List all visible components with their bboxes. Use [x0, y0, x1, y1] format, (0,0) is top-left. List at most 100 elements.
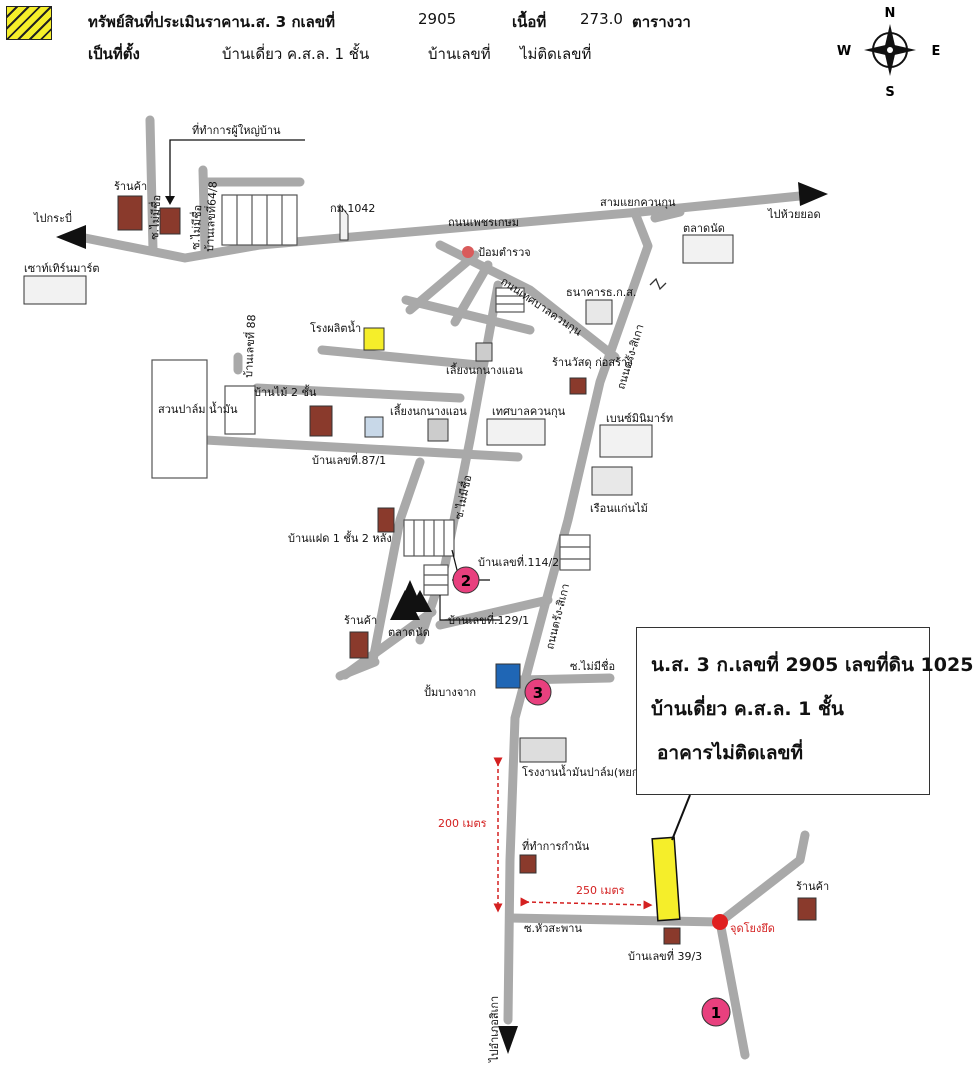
palm-garden-block: [151, 359, 208, 479]
compass-rose: N S E W: [837, 6, 941, 100]
svg-text:2: 2: [461, 572, 471, 590]
kamnan-office-icon: [519, 854, 537, 874]
label-phetkasem-rd: ถนนเพชรเกษม: [448, 216, 519, 229]
plot-blocks: [151, 194, 591, 596]
police-box-icon: [462, 246, 474, 258]
arrow-to-huai-yot-icon: [798, 182, 828, 206]
label-bird-house-2: เลี้ยงนกนางแอน: [390, 403, 467, 418]
header-house-no-value: ไม่ติดเลขที่: [520, 45, 592, 63]
label-wooden-house: เรือนแก่นไม้: [590, 502, 648, 515]
label-market-s: ตลาดนัด: [388, 626, 430, 639]
callout-line-1: น.ส. 3 ก.เลขที่ 2905 เลขที่ดิน 1025: [651, 654, 973, 676]
twin-house-icon: [377, 507, 395, 533]
label-no-129-1: บ้านเลขที่.129/1: [448, 612, 529, 627]
label-km: กม.1042: [330, 202, 375, 215]
bridge-icon: [649, 277, 667, 291]
property-callout: น.ส. 3 ก.เลขที่ 2905 เลขที่ดิน 1025 บ้าน…: [636, 627, 973, 795]
trang-sikao-road: [503, 208, 653, 1025]
distance-line-horizontal: [520, 897, 653, 910]
label-municipality: เทศบาลควนกุน: [492, 405, 566, 418]
market-ne-icon: [682, 234, 734, 264]
arrow-to-sikao-icon: [498, 1026, 518, 1054]
header-location-label: เป็นที่ตั้ง: [88, 45, 140, 63]
shop-w-icon: [349, 631, 369, 659]
label-south-mart: เซาท์เทิร์นมาร์ต: [24, 262, 100, 275]
label-soi-64-8: บ้านเลขที่64/8: [201, 181, 220, 252]
svg-text:1: 1: [711, 1004, 721, 1022]
label-to-krabi: ไปกระบี่: [33, 210, 72, 225]
palm-oil-mill-icon: [519, 737, 567, 763]
shop-nw-icon: [117, 195, 143, 231]
label-distance-horizontal: 250 เมตร: [576, 884, 625, 897]
wooden-house-icon: [591, 466, 633, 496]
junction-spur: [650, 207, 685, 223]
label-no-39-3: บ้านเลขที่ 39/3: [628, 948, 702, 963]
label-headman-office: ที่ทำการผู้ใหญ่บ้าน: [192, 122, 281, 137]
baac-bank-icon: [585, 299, 613, 325]
label-police-box: ป้อมตำรวจ: [478, 246, 531, 259]
callout-line-2: บ้านเดี่ยว ค.ส.ล. 1 ชั้น: [651, 698, 844, 720]
arrow-to-krabi-icon: [56, 225, 86, 249]
compass-w: W: [837, 44, 851, 59]
market-s-tents: [390, 580, 432, 620]
small-house-icon: [364, 416, 384, 438]
bird-house-2-icon: [427, 418, 449, 442]
bird-house-1-icon: [475, 342, 493, 362]
compass-s: S: [885, 85, 894, 100]
label-palm-garden: สวนปาล์ม น้ำมัน: [158, 401, 238, 416]
label-sam-yaek: สามแยกควนกุน: [600, 196, 676, 209]
label-soi-no-name-3: ซ.ไม่มีชื่อ: [450, 473, 474, 520]
label-wood-house-2: บ้านไม้ 2 ชั้น: [254, 384, 317, 399]
label-kamnan-office: ที่ทำการกำนัน: [522, 838, 590, 853]
reference-point-icon: [712, 914, 728, 930]
header-building: บ้านเดี่ยว ค.ส.ล. 1 ชั้น: [222, 45, 370, 63]
km-post-icon: [339, 203, 349, 241]
label-no-88: บ้านเลขที่ 88: [240, 314, 258, 378]
municipality-icon: [486, 418, 546, 446]
shop-se-icon: [797, 897, 817, 921]
svg-text:3: 3: [533, 684, 543, 702]
label-shop-nw: ร้านค้า: [114, 180, 147, 193]
marker-2: 2: [452, 566, 480, 594]
label-soi-no-name-1: ซ.ไม่มีชื่อ: [146, 194, 163, 240]
marker-3: 3: [524, 678, 552, 706]
headman-office-icon: [159, 207, 181, 235]
label-reference-point: จุดโยงยึด: [730, 921, 775, 935]
label-market-ne: ตลาดนัด: [683, 222, 725, 235]
target-plot: [651, 836, 681, 922]
label-distance-vertical: 200 เมตร: [438, 817, 487, 830]
header-area-unit: ตารางวา: [632, 13, 691, 31]
label-twin-house: บ้านแฝด 1 ชั้น 2 หลัง: [288, 530, 392, 545]
hardware-shop-icon: [569, 377, 587, 395]
label-to-sikao: ไปอำเภอสิเกา: [488, 996, 501, 1063]
header-area-label: เนื้อที่: [512, 13, 547, 31]
label-baac-bank: ธนาคารธ.ก.ส.: [566, 286, 636, 299]
bangchak-icon: [495, 663, 521, 689]
water-plant-icon: [363, 327, 385, 351]
header-house-no-label: บ้านเลขที่: [428, 45, 491, 63]
label-soi-hua-saphan: ซ.หัวสะพาน: [524, 922, 582, 935]
label-soi-no-name-2: ซ.ไม่มีชื่อ: [187, 204, 204, 250]
marker-1: 1: [701, 997, 731, 1027]
header-title: ทรัพย์สินที่ประเมินราคาน.ส. 3 กเลขที่: [88, 13, 335, 31]
house-39-3-icon: [663, 927, 681, 945]
south-mart-icon: [23, 275, 87, 305]
label-bird-house-1: เลี้ยงนกนางแอน: [446, 362, 523, 377]
label-palm-oil-mill: โรงงานน้ำมันปาล์ม(หยก): [522, 764, 643, 779]
target-legend-swatch: [6, 6, 52, 40]
callout-line-3: อาคารไม่ติดเลขที่: [657, 742, 804, 764]
benz-minimart-icon: [599, 424, 653, 458]
location-map: 1 2 3 ที่ทำการผู้ใหญ่บ้าน ร้านค้า ไปกระบ…: [23, 115, 829, 1063]
label-shop-w: ร้านค้า: [344, 614, 377, 627]
compass-n: N: [885, 6, 896, 21]
compass-e: E: [932, 44, 941, 59]
label-bangchak: ปั้มบางจาก: [424, 684, 476, 699]
label-no-87-1: บ้านเลขที่.87/1: [312, 452, 386, 467]
label-water-plant: โรงผลิตน้ำ: [310, 320, 361, 335]
wood-house-icon: [309, 405, 333, 437]
header-area-value: 273.0: [580, 10, 623, 28]
label-to-huai-yot: ไปห้วยยอด: [767, 208, 821, 221]
label-shop-se: ร้านค้า: [796, 880, 829, 893]
label-hardware-shop: ร้านวัสดุ ก่อสร้าง: [552, 356, 633, 369]
label-soi-no-name-4: ซ.ไม่มีชื่อ: [570, 658, 615, 673]
